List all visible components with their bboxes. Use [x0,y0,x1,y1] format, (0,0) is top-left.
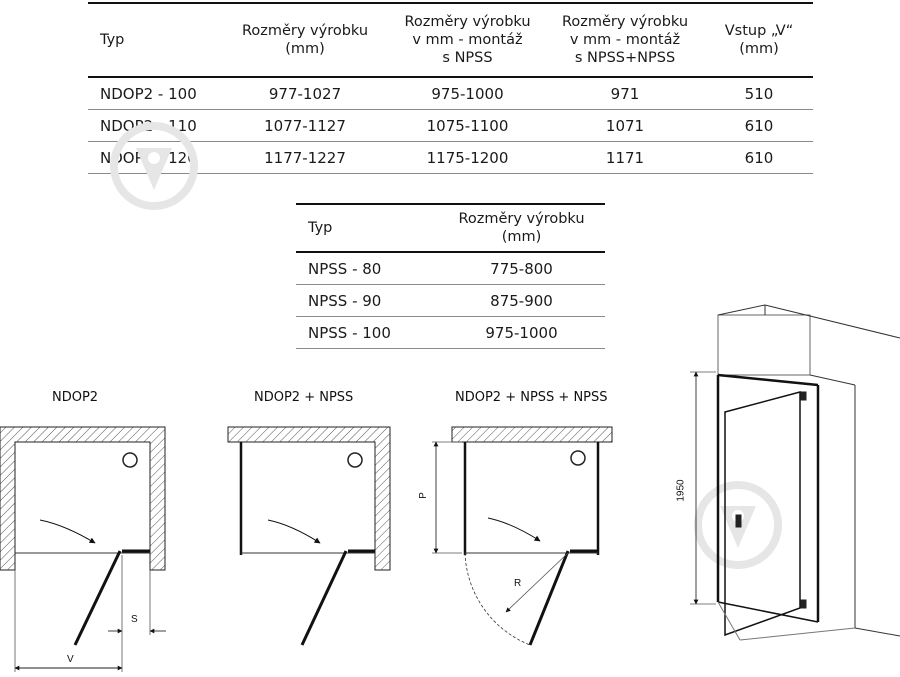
diagram-ndop2-npss [227,426,391,646]
cell-typ: NDOP2 - 100 [88,77,220,110]
cell-typ: NPSS - 80 [296,252,438,285]
diagram-ndop2-npss-npss [432,426,613,646]
npss-dimensions-table: Typ Rozměry výrobku (mm) NPSS - 80 775-8… [296,203,605,349]
shower-enclosure-3d [690,304,900,641]
table-row: NDOP2 - 100 977-1027 975-1000 971 510 [88,77,813,110]
cell-entry: 510 [705,77,813,110]
cell-dimensions: 875-900 [438,284,605,317]
dimension-label-r: R [514,578,522,589]
table-row: NDOP2 - 110 1077-1127 1075-1100 1071 610 [88,109,813,142]
cell-entry: 610 [705,109,813,142]
cell-dimensions: 1177-1227 [220,141,390,174]
diagram-ndop2 [0,426,166,672]
col-header-dimensions: Rozměry výrobku (mm) [220,2,390,78]
cell-npss-npss: 971 [545,77,705,110]
col-header-typ: Typ [88,2,220,78]
cell-npss: 975-1000 [390,77,545,110]
col-header-typ: Typ [296,203,438,253]
cell-dimensions: 775-800 [438,252,605,285]
cell-dimensions: 977-1027 [220,77,390,110]
diagram-title-ndop2-npss: NDOP2 + NPSS [254,390,354,405]
cell-dimensions: 1077-1127 [220,109,390,142]
table-row: NPSS - 90 875-900 [296,284,605,317]
cell-npss-npss: 1171 [545,141,705,174]
product-dimensions-table: Typ Rozměry výrobku (mm) Rozměry výrobku… [88,2,813,174]
dimension-label-s: S [131,614,138,625]
table-header-row: Typ Rozměry výrobku (mm) [296,203,605,253]
cell-typ: NPSS - 90 [296,284,438,317]
table-row: NPSS - 80 775-800 [296,252,605,285]
col-header-dimensions: Rozměry výrobku (mm) [438,203,605,253]
col-header-npss: Rozměry výrobku v mm - montáž s NPSS [390,2,545,78]
dimension-label-height: 1950 [675,479,687,502]
col-header-npss-npss: Rozměry výrobku v mm - montáž s NPSS+NPS… [545,2,705,78]
diagram-title-ndop2-npss-npss: NDOP2 + NPSS + NPSS [455,390,608,405]
cell-entry: 610 [705,141,813,174]
cell-dimensions: 975-1000 [438,316,605,349]
cell-npss: 1075-1100 [390,109,545,142]
dimension-label-p: P [417,492,429,499]
table-header-row: Typ Rozměry výrobku (mm) Rozměry výrobku… [88,2,813,78]
col-header-entry: Vstup „V“ (mm) [705,2,813,78]
watermark-logo-icon [110,122,198,210]
table-row: NPSS - 100 975-1000 [296,316,605,349]
diagram-title-ndop2: NDOP2 [52,390,99,405]
cell-npss-npss: 1071 [545,109,705,142]
dimension-label-v: V [67,654,74,665]
cell-npss: 1175-1200 [390,141,545,174]
cell-typ: NPSS - 100 [296,316,438,349]
